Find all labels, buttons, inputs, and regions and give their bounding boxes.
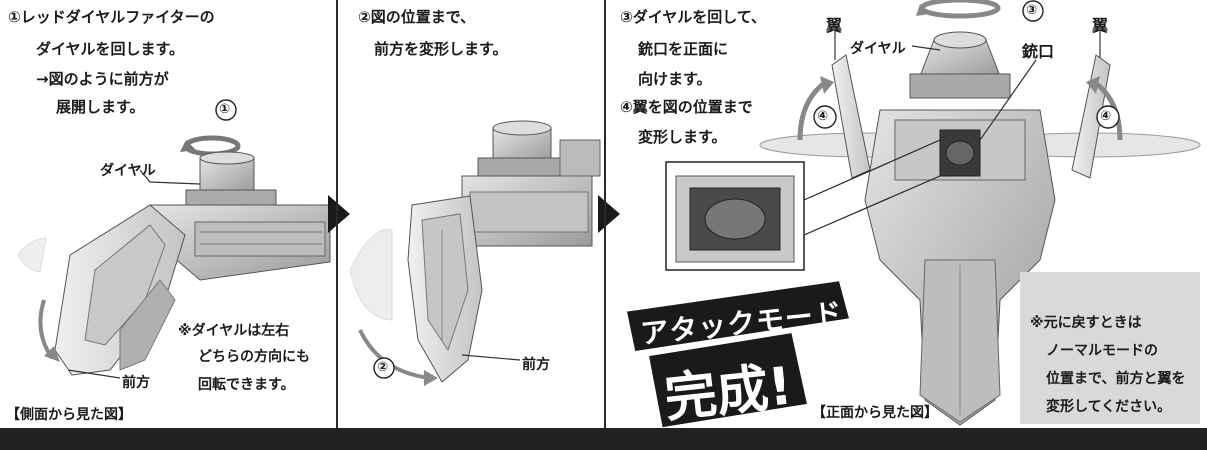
step3-line1: ③ダイヤルを回して、 — [620, 8, 767, 26]
step1-line4: 展開します。 — [56, 98, 145, 116]
step4-line2: 変形します。 — [638, 128, 727, 146]
step2-line2: 前方を変形します。 — [374, 40, 508, 58]
reset-note-line1: ※元に戻すときは — [1030, 315, 1142, 331]
bottom-border-bar — [0, 428, 1207, 450]
step4-line1: ④翼を図の位置まで — [620, 98, 753, 116]
step4-marker-left: ④ — [817, 109, 829, 124]
panel1-note-line1: ※ダイヤルは左右 — [178, 323, 290, 339]
panel1-note-line2: どちらの方向にも — [198, 349, 310, 365]
step3-line3: 向けます。 — [638, 70, 712, 88]
panel-divider-2 — [604, 0, 606, 428]
panel1-dial-label: ダイヤル — [100, 163, 156, 179]
step3-line2: 銃口を正面に — [638, 40, 729, 58]
step3-marker: ③ — [1026, 3, 1038, 18]
step1-line3: →図のように前方が — [36, 70, 169, 88]
panel3-caption: 【正面から見た図】 — [812, 405, 938, 421]
reset-note-box — [1020, 272, 1200, 424]
step1-line1: ①レッドダイヤルファイターの — [8, 8, 215, 26]
panel2-front-label: 前方 — [522, 357, 550, 373]
panel3-machine-front-view — [665, 0, 1201, 426]
title-complete: 完成! — [661, 356, 796, 430]
muzzle-label: 銃口 — [1022, 42, 1055, 61]
wing-label-right: 翼 — [1092, 16, 1109, 35]
panel1-caption: 【側面から見た図】 — [6, 407, 132, 423]
panel3-dial-label: ダイヤル — [850, 41, 906, 57]
step1-marker: ① — [219, 102, 231, 117]
panel-divider-1 — [336, 0, 338, 428]
panel1-note-line3: 回転できます。 — [198, 377, 295, 393]
step2-line1: ②図の位置まで、 — [358, 8, 476, 26]
panel1-machine-side-view — [17, 135, 331, 379]
wing-label-left: 翼 — [826, 16, 843, 35]
reset-note-line2: ノーマルモードの — [1046, 343, 1158, 359]
next-step-arrow-1 — [328, 195, 350, 233]
step2-marker: ② — [377, 360, 389, 375]
panel1-front-label: 前方 — [122, 375, 150, 391]
step4-marker-right: ④ — [1100, 109, 1112, 124]
next-step-arrow-2 — [598, 195, 620, 233]
reset-note-line3: 位置まで、前方と翼を — [1046, 371, 1186, 387]
step1-line2: ダイヤルを回します。 — [36, 40, 185, 58]
panel2-machine-side-view — [349, 120, 601, 386]
title-badge-shapes — [627, 281, 849, 428]
step-marker-circles — [215, 0, 1120, 379]
reset-note-line4: 変形してください。 — [1046, 399, 1172, 415]
